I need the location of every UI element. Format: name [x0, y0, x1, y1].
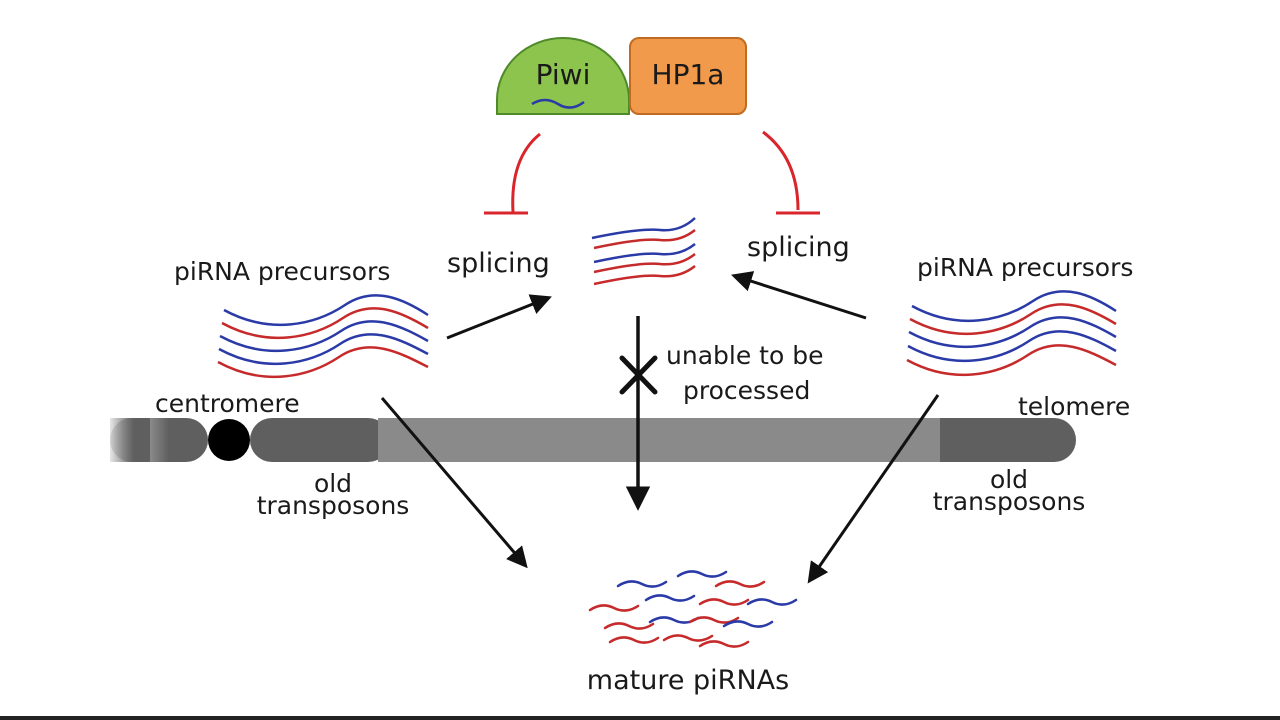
hp1a-label: HP1a — [652, 58, 725, 91]
arrow-left-to-mature — [380, 397, 528, 569]
arrow-right-to-splicing — [731, 271, 867, 320]
precursor-rna-right-icon — [906, 290, 1117, 377]
chromosome — [110, 418, 1076, 462]
arrow-right-to-mature — [807, 394, 940, 584]
unable-label-line1: unable to be — [666, 341, 823, 370]
old-label-left: old — [314, 469, 352, 498]
centromere-icon — [208, 419, 250, 461]
inhibit-right-icon — [762, 130, 820, 215]
mature-pirnas-label: mature piRNAs — [587, 665, 789, 696]
old-label-right: old — [990, 465, 1028, 494]
blocked-x-icon — [619, 355, 658, 395]
precursors-label-left: piRNA precursors — [174, 257, 390, 286]
unable-label-line2: processed — [683, 376, 810, 405]
splicing-label-left: splicing — [447, 248, 550, 279]
transposons-label-right: transposons — [933, 487, 1086, 516]
inhibit-left-icon — [484, 132, 541, 215]
precursor-rna-left-icon — [217, 294, 429, 379]
arrow-left-to-splicing — [446, 294, 552, 340]
transposons-label-left: transposons — [257, 491, 410, 520]
old-transposons-left-region — [250, 418, 390, 462]
telomere-label: telomere — [1018, 392, 1130, 421]
mature-pirnas-icon — [588, 570, 798, 648]
piwi-bound-rna-icon — [531, 98, 585, 109]
splicing-label-right: splicing — [747, 232, 850, 263]
chromosome-long-arm — [378, 418, 950, 462]
spliced-rna-bundle-icon — [591, 217, 696, 286]
bottom-rule — [0, 716, 1280, 720]
piwi-protein: Piwi — [496, 37, 630, 115]
centromere-label: centromere — [155, 389, 300, 418]
hp1a-protein: HP1a — [629, 37, 747, 115]
precursors-label-right: piRNA precursors — [917, 253, 1133, 282]
piwi-label: Piwi — [536, 58, 591, 91]
